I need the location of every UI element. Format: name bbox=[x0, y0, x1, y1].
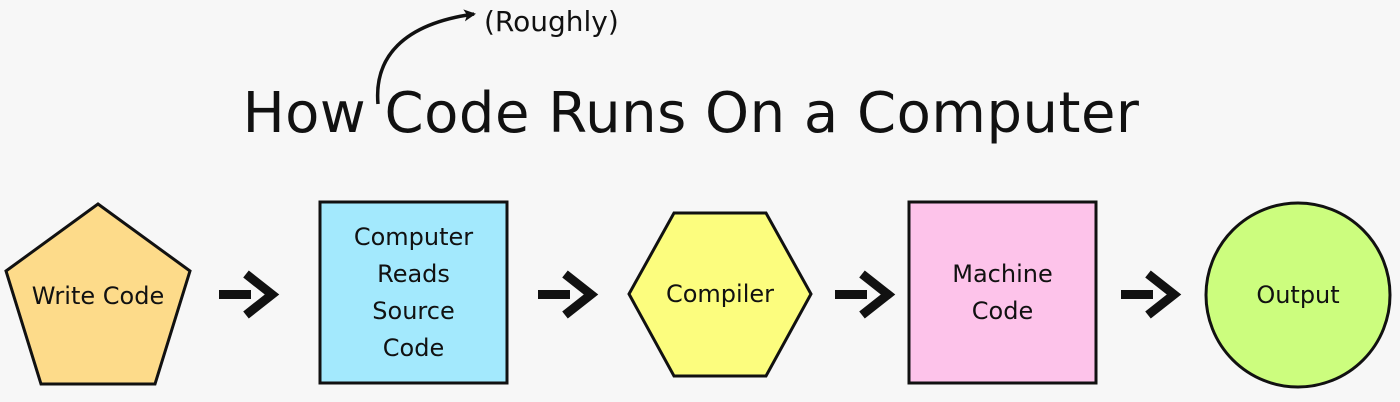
machine-code-box bbox=[907, 200, 1098, 385]
subtitle: (Roughly) bbox=[484, 5, 619, 38]
arrow-compiler-to-machine bbox=[835, 270, 896, 319]
compiler-hexagon bbox=[627, 211, 813, 378]
annotation-arrow bbox=[375, 9, 476, 105]
computer-reads-source-code-label: Computer Reads Source Code bbox=[353, 222, 474, 362]
computer-reads-source-code-box bbox=[318, 200, 509, 385]
write-code-pentagon bbox=[4, 202, 192, 386]
arrow-machine-to-output bbox=[1121, 270, 1182, 319]
arrow-reads-to-compiler bbox=[538, 270, 599, 319]
output-label: Output bbox=[1256, 280, 1340, 309]
page-title: How Code Runs On a Computer bbox=[242, 81, 1140, 146]
machine-code-label: Machine Code bbox=[952, 259, 1053, 325]
write-code-label: Write Code bbox=[31, 281, 165, 310]
arrow-write-to-reads bbox=[219, 270, 280, 319]
compiler-label: Compiler bbox=[665, 280, 775, 308]
output-circle bbox=[1204, 201, 1392, 389]
